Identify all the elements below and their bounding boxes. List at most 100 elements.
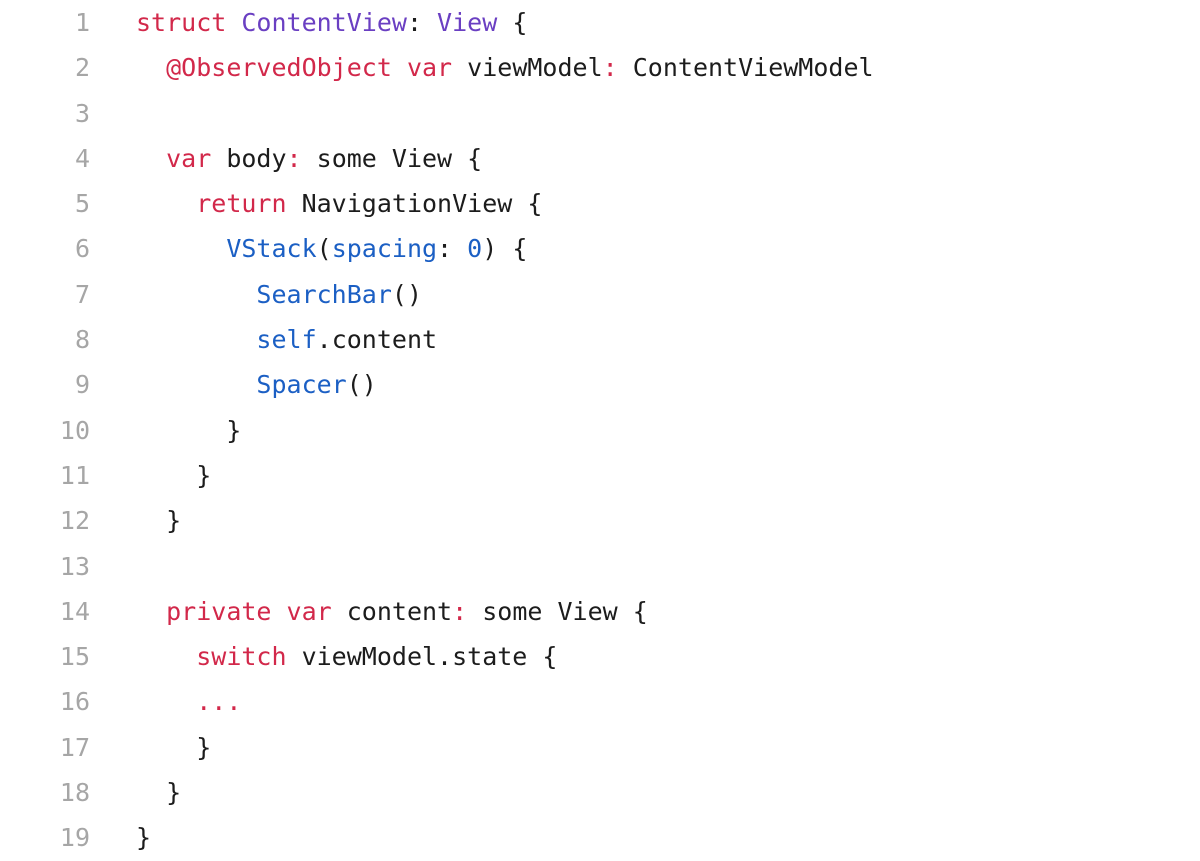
line-number: 5 bbox=[74, 189, 90, 219]
code-token: .content bbox=[316, 325, 438, 355]
code-text: } bbox=[90, 815, 151, 860]
code-token: : bbox=[452, 596, 468, 626]
code-line: 7 SearchBar() bbox=[0, 272, 1200, 317]
code-token bbox=[136, 189, 196, 218]
code-line: 4 var body: some View { bbox=[0, 136, 1200, 181]
code-token: : bbox=[406, 8, 438, 37]
code-token: var bbox=[286, 596, 332, 626]
code-token bbox=[136, 687, 196, 716]
code-token: spacing bbox=[331, 234, 438, 264]
code-text: self.content bbox=[90, 317, 437, 362]
code-token: : bbox=[437, 234, 468, 264]
code-token: ContentViewModel bbox=[617, 53, 874, 83]
code-token: ... bbox=[196, 687, 242, 717]
code-token: } bbox=[136, 823, 152, 853]
code-token: some View { bbox=[301, 143, 483, 173]
code-token: View bbox=[437, 8, 498, 37]
code-token: body bbox=[211, 143, 287, 173]
line-number: 12 bbox=[59, 506, 90, 536]
line-number: 6 bbox=[74, 234, 90, 264]
line-number: 11 bbox=[59, 460, 90, 490]
line-number: 18 bbox=[59, 778, 90, 808]
code-token: @ObservedObject bbox=[166, 53, 392, 83]
code-token: } bbox=[136, 460, 212, 490]
code-text: var body: some View { bbox=[90, 136, 482, 181]
code-text: return NavigationView { bbox=[90, 181, 542, 226]
line-number: 9 bbox=[74, 370, 90, 400]
code-token: { bbox=[497, 8, 528, 37]
code-token: () bbox=[391, 279, 422, 309]
code-token: ) { bbox=[482, 234, 528, 264]
code-token: Spacer bbox=[256, 370, 347, 400]
code-token: content bbox=[331, 596, 453, 626]
code-line: 17 } bbox=[0, 725, 1200, 770]
code-text: } bbox=[90, 498, 181, 543]
code-line: 16 ... bbox=[0, 679, 1200, 724]
code-text: struct ContentView: View { bbox=[90, 0, 527, 45]
code-token: some View { bbox=[467, 596, 648, 626]
code-token: : bbox=[602, 53, 618, 83]
code-line: 10 } bbox=[0, 408, 1200, 453]
code-token: : bbox=[286, 143, 302, 173]
code-line: 3 bbox=[0, 91, 1200, 136]
code-token bbox=[136, 597, 166, 626]
code-token: SearchBar bbox=[256, 279, 392, 309]
code-text: private var content: some View { bbox=[90, 589, 648, 634]
code-token: self bbox=[256, 325, 317, 355]
code-token: switch bbox=[196, 642, 287, 672]
code-token bbox=[136, 144, 166, 173]
code-token bbox=[136, 234, 226, 263]
code-line: 2 @ObservedObject var viewModel: Content… bbox=[0, 45, 1200, 90]
code-token bbox=[136, 280, 256, 309]
code-token: var bbox=[406, 53, 453, 83]
code-text: } bbox=[90, 408, 241, 453]
code-token: 0 bbox=[467, 234, 483, 264]
line-number: 14 bbox=[59, 596, 90, 626]
code-line: 8 self.content bbox=[0, 317, 1200, 362]
code-token: viewModel.state { bbox=[286, 642, 558, 672]
code-token: } bbox=[136, 506, 182, 536]
code-token: var bbox=[166, 143, 212, 173]
line-number: 1 bbox=[74, 8, 90, 37]
code-token bbox=[271, 597, 286, 626]
line-number: 16 bbox=[59, 687, 90, 717]
code-line: 12 } bbox=[0, 498, 1200, 543]
code-line: 14 private var content: some View { bbox=[0, 589, 1200, 634]
line-number: 10 bbox=[59, 415, 90, 445]
code-line: 19} bbox=[0, 815, 1200, 860]
code-token bbox=[136, 370, 256, 399]
line-number: 15 bbox=[59, 642, 90, 672]
code-token: viewModel bbox=[452, 53, 603, 83]
code-line: 18 } bbox=[0, 770, 1200, 815]
code-token: VStack bbox=[226, 234, 317, 264]
code-token: } bbox=[136, 415, 242, 445]
code-token: } bbox=[136, 732, 212, 762]
code-line: 13 bbox=[0, 544, 1200, 589]
code-line: 15 switch viewModel.state { bbox=[0, 634, 1200, 679]
code-token bbox=[136, 53, 166, 82]
code-text: ... bbox=[90, 679, 241, 724]
code-text: Spacer() bbox=[90, 362, 377, 407]
line-number: 3 bbox=[74, 98, 90, 128]
code-line: 11 } bbox=[0, 453, 1200, 498]
code-line: 6 VStack(spacing: 0) { bbox=[0, 226, 1200, 271]
code-text: } bbox=[90, 770, 181, 815]
code-token: () bbox=[346, 370, 377, 400]
code-token: NavigationView { bbox=[286, 189, 543, 219]
code-token: return bbox=[196, 189, 287, 219]
line-number: 7 bbox=[74, 279, 90, 309]
line-number: 2 bbox=[74, 53, 90, 83]
line-number: 8 bbox=[74, 325, 90, 355]
code-text: SearchBar() bbox=[90, 272, 422, 317]
code-line: 5 return NavigationView { bbox=[0, 181, 1200, 226]
line-number: 13 bbox=[59, 551, 90, 581]
code-text: VStack(spacing: 0) { bbox=[90, 226, 527, 271]
line-number: 19 bbox=[59, 823, 90, 853]
code-token: } bbox=[136, 778, 182, 808]
code-token: struct bbox=[136, 8, 242, 37]
code-token bbox=[392, 53, 407, 82]
code-text: } bbox=[90, 453, 211, 498]
code-text: @ObservedObject var viewModel: ContentVi… bbox=[90, 45, 874, 90]
